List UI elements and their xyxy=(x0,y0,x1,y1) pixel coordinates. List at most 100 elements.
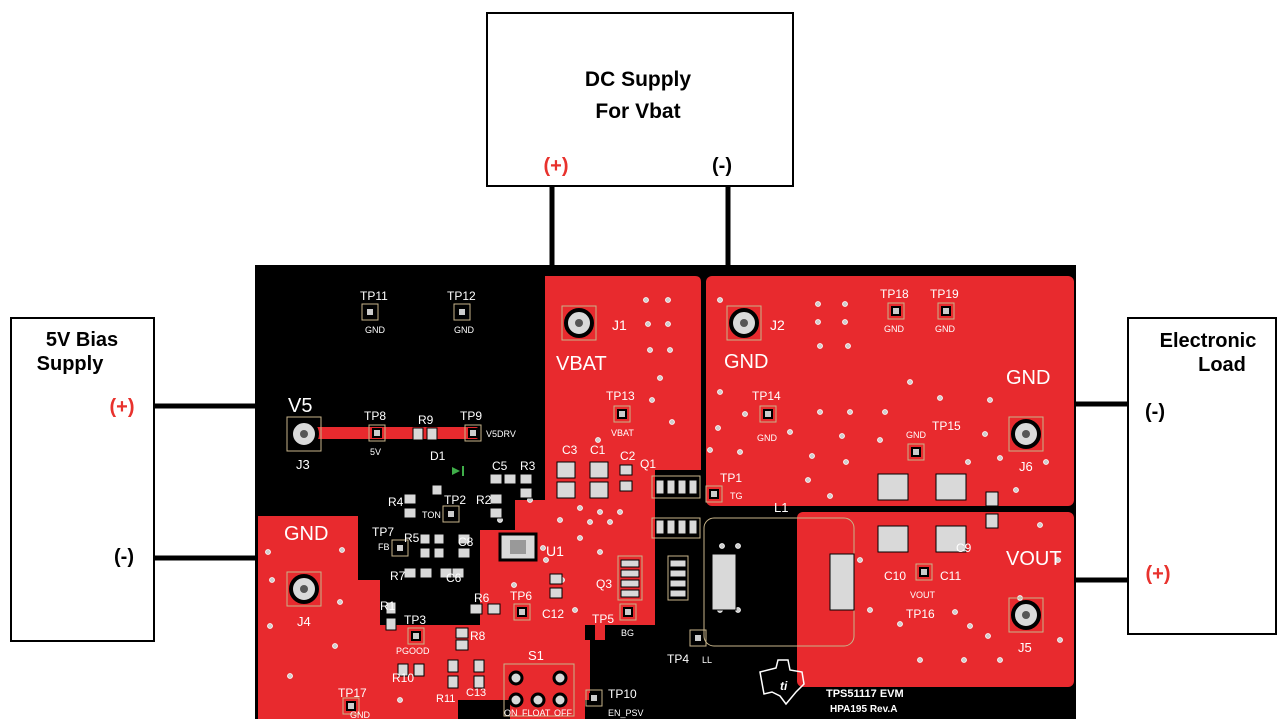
tp9-label: TP9 xyxy=(460,409,482,423)
test-point-tp18: TP18 GND xyxy=(880,287,909,334)
test-point-tp12: TP12 GND xyxy=(447,289,476,335)
tp4-label: TP4 xyxy=(667,652,689,666)
bias-supply-title-1: 5V Bias xyxy=(46,329,118,351)
refdes-c6: C6 xyxy=(446,571,462,585)
tp18-net: GND xyxy=(884,324,905,334)
tp11-net: GND xyxy=(365,325,386,335)
label-j4: J4 xyxy=(297,614,311,629)
tp19-net: GND xyxy=(935,324,956,334)
connection-wires xyxy=(154,186,1128,583)
net-labels: VBAT GND GND GND VOUT V5 xyxy=(284,351,1062,570)
refdes-r1: R1 xyxy=(380,599,396,613)
switch-pos-off: OFF xyxy=(554,708,572,718)
tp8-label: TP8 xyxy=(364,409,386,423)
component-pads xyxy=(385,427,999,689)
bias-supply-plus: (+) xyxy=(110,396,135,418)
electronic-load-box: Electronic Load (-) (+) xyxy=(1127,317,1277,635)
refdes-d1: D1 xyxy=(430,449,446,463)
label-j6: J6 xyxy=(1019,459,1033,474)
dc-supply-box: DC Supply For Vbat (+) (-) xyxy=(486,12,794,187)
label-j2: J2 xyxy=(770,317,785,333)
connectors: J1 J2 J3 J4 xyxy=(286,305,1044,655)
test-point-tp4: TP4 LL xyxy=(667,629,712,666)
test-point-tp9: TP9 V5DRV xyxy=(460,409,516,442)
load-plus: (+) xyxy=(1146,563,1171,585)
bias-supply-box: 5V Bias Supply (+) (-) xyxy=(10,317,155,642)
svg-text:ti: ti xyxy=(780,679,788,693)
tp10-label: TP10 xyxy=(608,687,637,701)
tp19-label: TP19 xyxy=(930,287,959,301)
tp15-label: TP15 xyxy=(932,419,961,433)
refdes-c1: C1 xyxy=(590,443,606,457)
test-point-tp17: TP17 GND xyxy=(338,686,371,719)
load-minus: (-) xyxy=(1145,401,1165,423)
net-gnd-left: GND xyxy=(284,523,328,545)
ti-logo: ti xyxy=(759,659,805,706)
connector-j3: J3 xyxy=(286,416,322,472)
tp15-net: GND xyxy=(906,430,927,440)
active-components xyxy=(431,466,855,717)
tp6-label: TP6 xyxy=(510,589,532,603)
connector-j4: J4 xyxy=(286,571,322,629)
test-point-tp19: TP19 GND xyxy=(930,287,959,334)
refdes-c10: C10 xyxy=(884,569,906,583)
refdes-c9: C9 xyxy=(956,541,972,555)
refdes-c5: C5 xyxy=(492,459,508,473)
tp8-net: 5V xyxy=(370,447,381,457)
tp16-label: TP16 xyxy=(906,607,935,621)
connector-j6: J6 xyxy=(1008,416,1044,474)
ic-u1 xyxy=(498,532,538,562)
label-j1: J1 xyxy=(612,317,627,333)
refdes-q1: Q1 xyxy=(640,457,656,471)
refdes-r11: R11 xyxy=(436,693,455,705)
tp5-label: TP5 xyxy=(592,612,614,626)
refdes-r3: R3 xyxy=(520,459,536,473)
test-point-tp1: TP1 TG xyxy=(705,471,743,503)
tp17-label: TP17 xyxy=(338,686,367,700)
tp12-net: GND xyxy=(454,325,475,335)
net-vout: VOUT xyxy=(1006,548,1062,570)
mosfet-q3 xyxy=(617,555,689,601)
tp14-net: GND xyxy=(757,433,778,443)
test-point-tp3: TP3 PGOOD xyxy=(396,613,430,656)
dc-supply-title-2: For Vbat xyxy=(595,100,680,123)
refdes-r9: R9 xyxy=(418,413,434,427)
refdes-r4: R4 xyxy=(388,495,404,509)
board-title: TPS51117 EVM xyxy=(826,688,904,700)
refdes-u1: U1 xyxy=(546,543,564,559)
test-point-tp11: TP11 GND xyxy=(360,289,388,335)
test-point-tp10: TP10 EN_PSV xyxy=(585,687,644,718)
tp2-label: TP2 xyxy=(444,493,466,507)
connector-j2: J2 xyxy=(726,305,785,341)
dc-supply-title-1: DC Supply xyxy=(585,68,691,91)
pcb-board: J1 J2 J3 J4 xyxy=(255,265,1076,719)
tp12-label: TP12 xyxy=(447,289,476,303)
refdes-r8: R8 xyxy=(470,629,486,643)
tp14-label: TP14 xyxy=(752,389,781,403)
test-point-tp5: TP5 BG xyxy=(592,603,637,638)
tp10-net: EN_PSV xyxy=(608,708,644,718)
connector-j5: J5 xyxy=(1008,597,1044,655)
test-point-tp2: TP2 TON xyxy=(422,493,466,523)
tp4-net: LL xyxy=(702,655,712,665)
board-revision: HPA195 Rev.A xyxy=(830,704,897,715)
refdes-r2: R2 xyxy=(476,493,492,507)
refdes-l1: L1 xyxy=(774,500,788,515)
tp13-net: VBAT xyxy=(611,428,634,438)
tp1-net: TG xyxy=(730,491,743,501)
bias-supply-minus: (-) xyxy=(114,546,134,568)
tp18-label: TP18 xyxy=(880,287,909,301)
refdes-c2: C2 xyxy=(620,449,636,463)
net-gnd-top: GND xyxy=(724,351,768,373)
tp16-net: VOUT xyxy=(910,590,936,600)
test-point-tp7: TP7 FB xyxy=(372,525,409,557)
tp13-label: TP13 xyxy=(606,389,635,403)
load-title-2: Load xyxy=(1198,354,1246,376)
mosfet-q1 xyxy=(651,475,701,539)
test-point-tp6: TP6 xyxy=(510,589,532,621)
tp7-label: TP7 xyxy=(372,525,394,539)
tp9-net: V5DRV xyxy=(486,429,516,439)
test-point-tp16: TP16 VOUT xyxy=(906,563,936,621)
refdes-c11: C11 xyxy=(940,569,961,583)
refdes-r7: R7 xyxy=(390,569,406,583)
